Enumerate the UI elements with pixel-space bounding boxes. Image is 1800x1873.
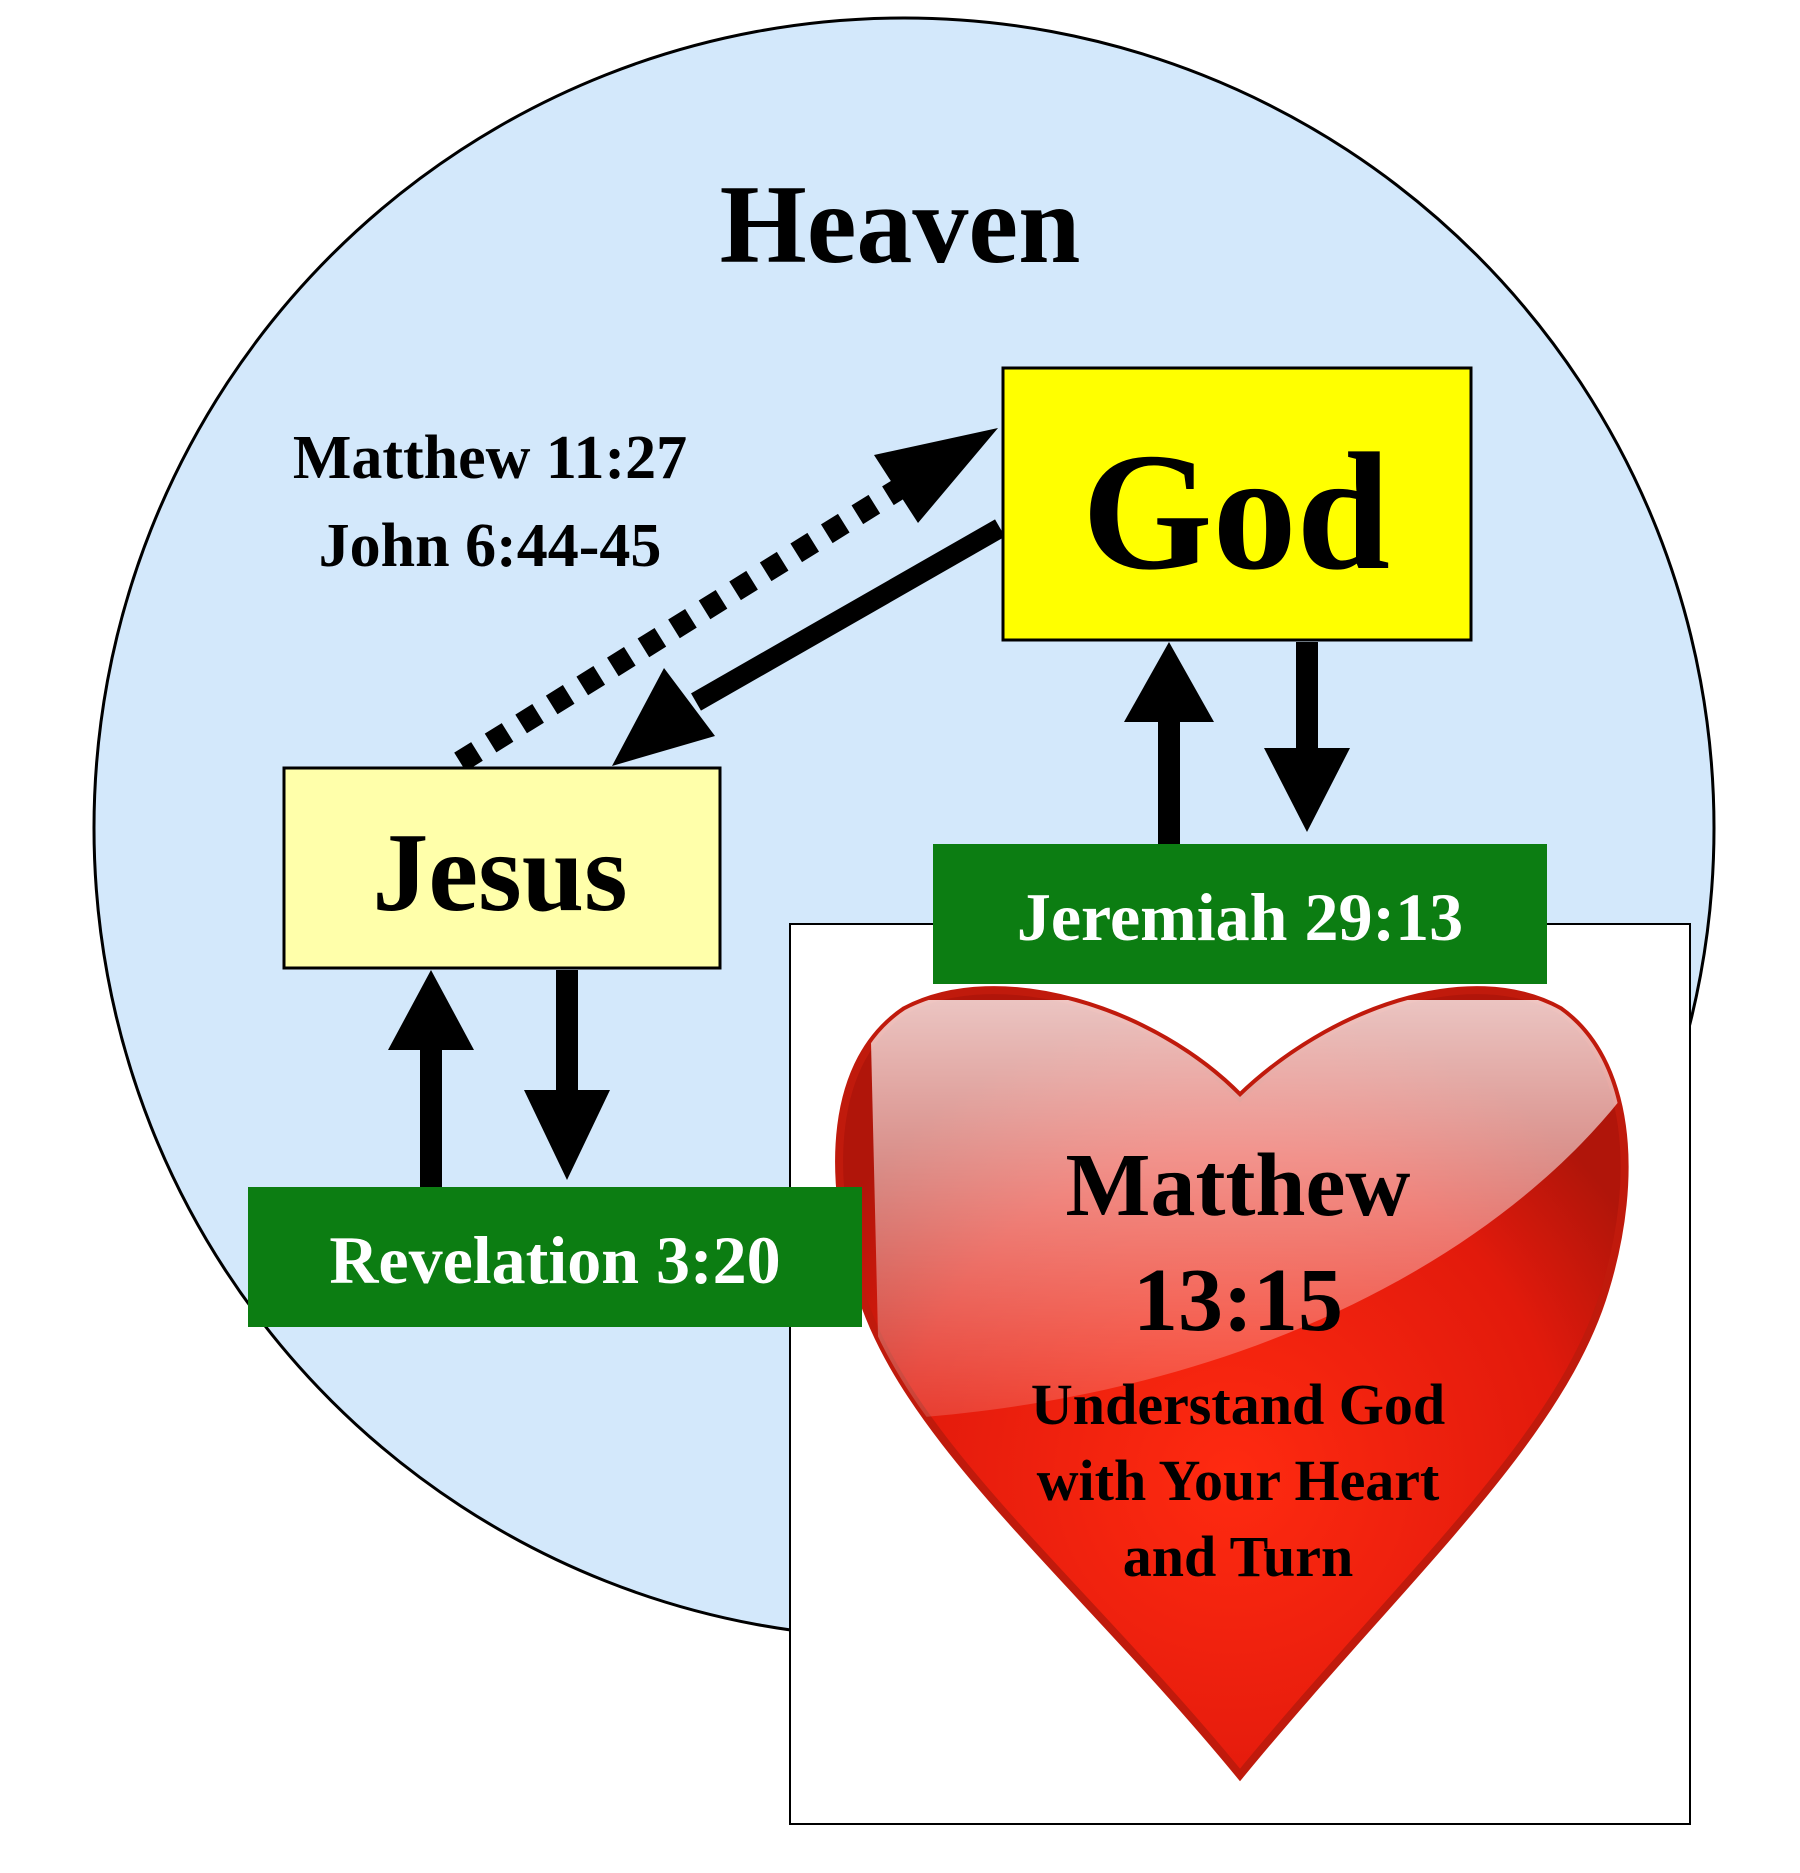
up-arrow-to-jesus — [388, 970, 474, 1188]
heart-subtitle-line1: Understand God — [1031, 1372, 1445, 1437]
god-box — [1001, 366, 1473, 642]
jeremiah-label: Jeremiah 29:13 — [1017, 879, 1463, 955]
heaven-title: Heaven — [720, 163, 1081, 287]
jesus-box — [282, 766, 722, 970]
revelation-label: Revelation 3:20 — [329, 1222, 780, 1298]
jeremiah-banner — [933, 844, 1547, 984]
down-arrow-from-god — [1264, 642, 1350, 832]
dotted-arrow-jesus-to-god — [454, 428, 998, 772]
heart-subtitle-line2: with Your Heart — [1037, 1448, 1440, 1513]
verse-note-line1: Matthew 11:27 — [293, 424, 687, 492]
heart-title-line2: 13:15 — [1133, 1251, 1343, 1350]
solid-arrow-god-to-jesus — [612, 519, 1005, 766]
jesus-label: Jesus — [372, 811, 627, 935]
god-label: God — [1082, 419, 1390, 605]
heart-subtitle-line3: and Turn — [1123, 1524, 1354, 1589]
verse-note-line2: John 6:44-45 — [319, 512, 662, 580]
heart-shape — [835, 986, 1629, 1782]
heart-title-line1: Matthew — [1066, 1136, 1411, 1235]
revelation-banner — [248, 1187, 862, 1327]
up-arrow-to-god — [1124, 642, 1214, 848]
down-arrow-from-jesus — [524, 970, 610, 1180]
